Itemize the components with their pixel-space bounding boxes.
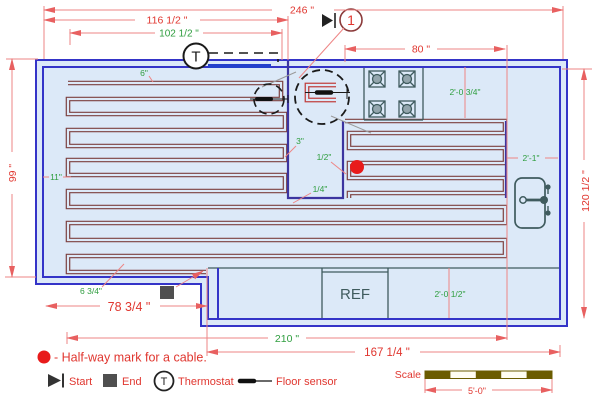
gap-counter-clear: 2'-0 1/2": [434, 289, 465, 299]
legend-halfway-text: - Half-way mark for a cable.: [54, 351, 207, 365]
thermostat-letter: T: [191, 49, 200, 66]
dim-right-zone-width: 80 ": [412, 44, 431, 56]
bottom-counter: [208, 267, 560, 319]
detail-circle-large: [294, 69, 350, 125]
cable-end-marker: [160, 286, 174, 299]
dim-width-left: 116 1/2 ": [147, 15, 188, 27]
gap-stove-clear: 2'-0 3/4": [449, 87, 480, 97]
gap-top: 6": [140, 68, 148, 78]
callout-1: 1: [298, 8, 363, 79]
halfway-mark-dot: [350, 160, 364, 174]
gap-left: 11": [50, 172, 62, 182]
room-floor: [36, 60, 567, 326]
sink: [514, 177, 551, 229]
stove: [363, 67, 424, 121]
scale-length-label: 5'-0": [468, 386, 486, 396]
thermostat-legend-icon: [153, 370, 175, 392]
callout-number: 1: [347, 12, 355, 28]
dim-total-height: 120 1/2 ": [580, 170, 592, 212]
gap-corridor: 3": [296, 136, 304, 146]
halfway-legend-dot: [37, 350, 51, 364]
gap-quarter-inch: 1/4": [313, 184, 328, 194]
legend-floor-sensor-text: Floor sensor: [276, 376, 337, 388]
gap-half-inch: 1/2": [317, 152, 332, 162]
cable-end-detail: [250, 69, 372, 134]
start-icon: [48, 374, 61, 387]
legend-thermostat-text: Thermostat: [178, 376, 234, 388]
gap-bottom: 6 3/4": [80, 286, 102, 296]
dim-bottom-right-width: 167 1/4 ": [364, 347, 410, 359]
dim-total-width: 246 ": [290, 5, 314, 17]
room-walls: [35, 59, 568, 327]
thermostat-symbol: T: [182, 42, 279, 70]
start-marker-icon: [322, 14, 333, 27]
legend-start-text: Start: [69, 376, 92, 388]
legend: - Half-way mark for a cable. Start End T…: [37, 350, 337, 392]
dim-bottom-width: 210 ": [275, 333, 299, 345]
dim-bottom-left-width: 78 3/4 ": [108, 300, 151, 314]
thermostat-wire: [209, 52, 279, 62]
legend-thermostat-letter: T: [161, 376, 168, 388]
zone-divider-walls: [286, 61, 508, 200]
heating-cable-left: [65, 80, 508, 275]
burner-icon: [368, 70, 416, 118]
gap-sink-clear: 2'-1": [523, 153, 540, 163]
dim-cable-width: 102 1/2 ": [159, 29, 199, 40]
dimension-lines: [5, 6, 592, 357]
scale-label: Scale: [395, 369, 421, 381]
legend-end-text: End: [122, 376, 142, 388]
end-icon: [103, 374, 117, 387]
scale-bar: Scale 5'-0": [395, 369, 553, 396]
fridge-label: REF: [340, 286, 370, 303]
dim-left-height: 99 ": [7, 164, 19, 183]
